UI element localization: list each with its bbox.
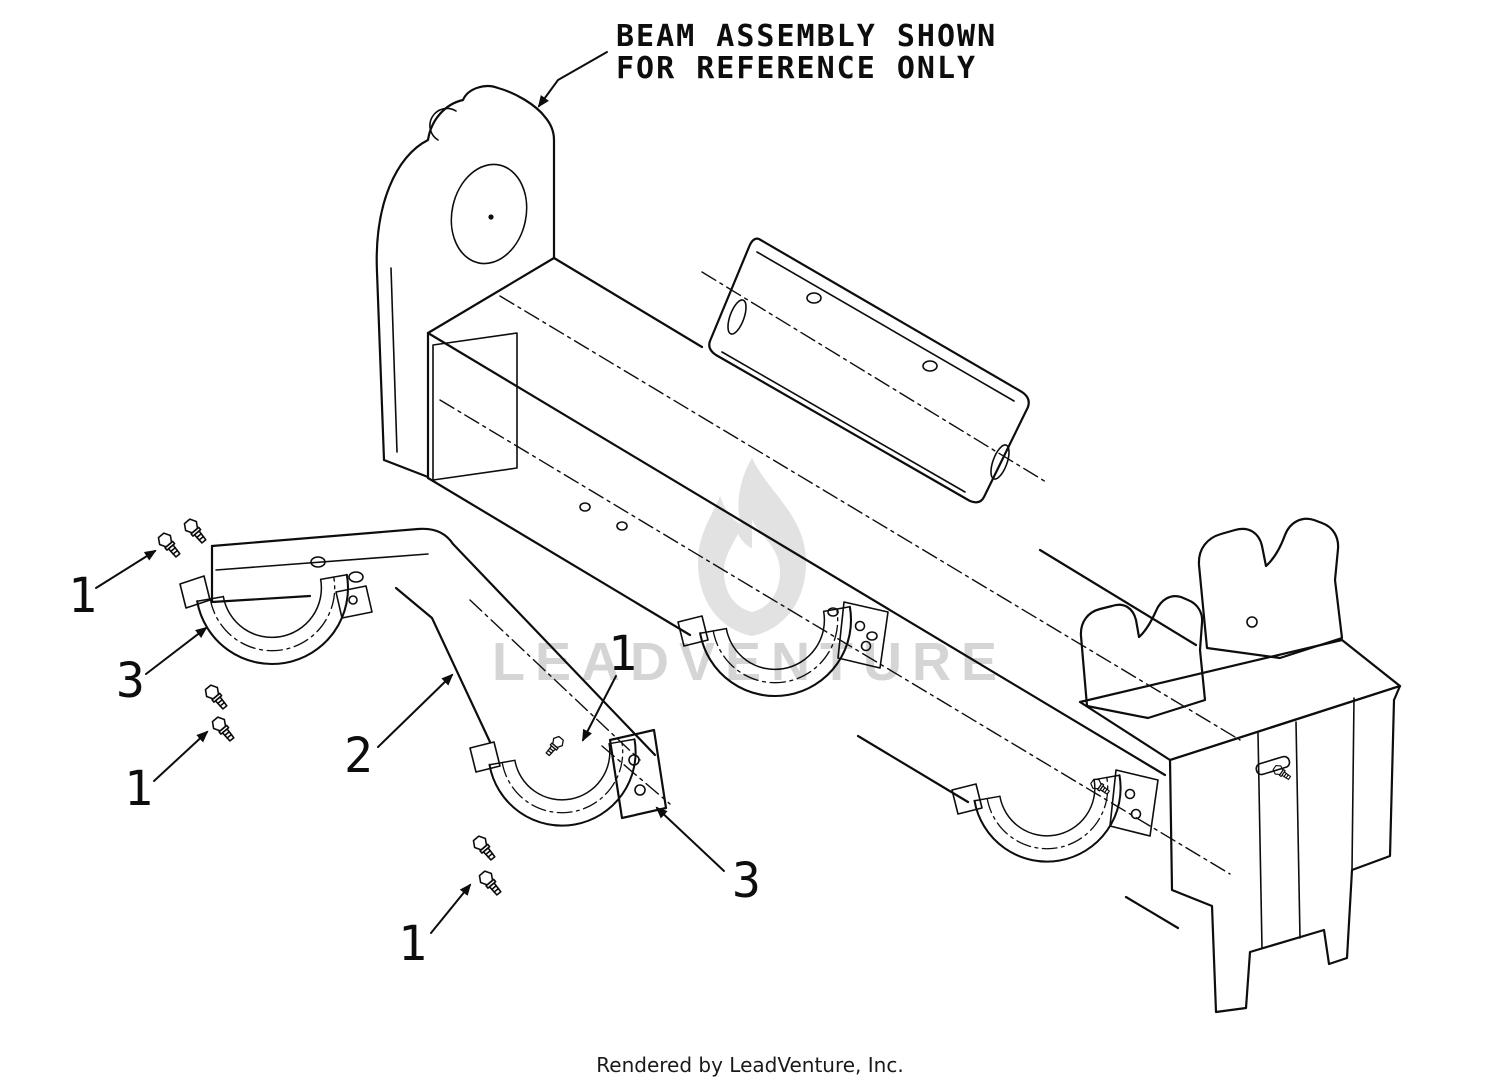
hex-bolt (542, 734, 567, 759)
callout-part-2[interactable]: 2 (344, 728, 373, 784)
callout-part-1[interactable]: 1 (608, 626, 637, 682)
beam-tube (426, 256, 1241, 930)
callout-part-1[interactable]: 1 (124, 761, 153, 817)
hex-bolt (201, 682, 232, 713)
beam-cradle-front (677, 601, 889, 710)
hex-bolt (154, 530, 185, 561)
part-2-bracket-plate (210, 527, 657, 761)
leader-line (430, 883, 472, 934)
beam-end-catcher-plates (1078, 517, 1402, 1014)
leader-lines (95, 51, 725, 934)
hex-bolt (469, 833, 500, 864)
reference-note-line2: FOR REFERENCE ONLY (616, 51, 977, 86)
leader-line (153, 730, 209, 782)
callout-part-1[interactable]: 1 (68, 568, 97, 624)
leadventure-flame-logo (698, 458, 806, 636)
reference-note-line1: BEAM ASSEMBLY SHOWN (616, 19, 997, 54)
beam-foot-plate (375, 84, 556, 479)
beam-top-bracket (701, 237, 1047, 504)
leadventure-watermark-text: LEADVENTURE (492, 632, 1007, 692)
beam-assembly-drawing (375, 84, 1402, 1014)
hex-bolt (1271, 763, 1293, 783)
callout-part-3[interactable]: 3 (732, 853, 761, 909)
part-3-cradle-right (469, 728, 671, 839)
part-3-cradle-left (179, 573, 373, 678)
hex-bolt (475, 868, 506, 899)
leader-line (145, 626, 208, 675)
exploded-parts (179, 527, 671, 839)
callouts: 1 3 1 2 1 3 1 (68, 568, 761, 972)
footer-credit: Rendered by LeadVenture, Inc. (596, 1053, 903, 1077)
leader-line (95, 549, 157, 589)
reference-note: BEAM ASSEMBLY SHOWN FOR REFERENCE ONLY (616, 19, 997, 86)
leadventure-watermark: LEADVENTURE (492, 458, 1007, 692)
leader-line (377, 673, 454, 748)
callout-part-1[interactable]: 1 (398, 916, 427, 972)
hex-bolt (180, 516, 211, 547)
callout-part-3[interactable]: 3 (116, 653, 145, 709)
leader-line (582, 675, 617, 742)
beam-cradle-rear (951, 769, 1159, 875)
hex-bolt (208, 714, 239, 745)
leader-line (655, 806, 725, 872)
note-leader-line (537, 51, 608, 108)
